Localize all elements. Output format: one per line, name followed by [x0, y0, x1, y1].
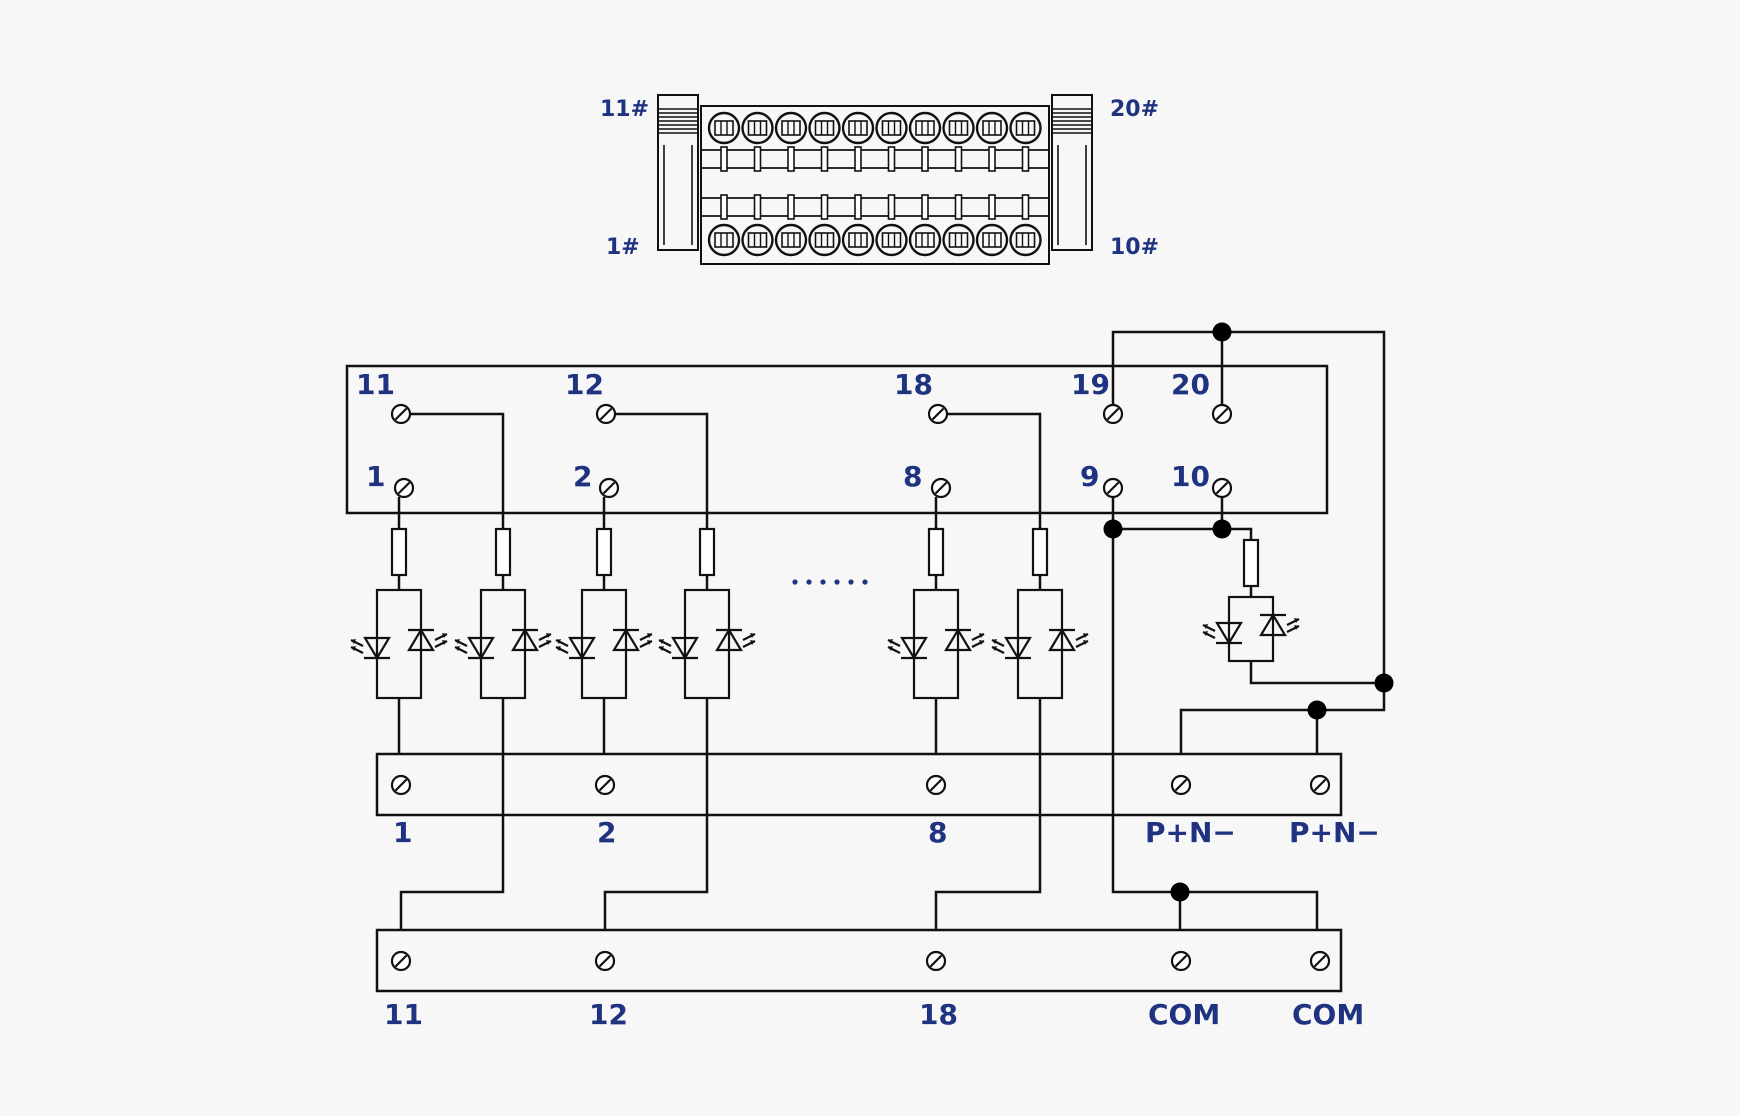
wire-common — [934, 698, 1042, 930]
output-screw-4 — [1170, 774, 1192, 796]
wire-terminal-9 — [1111, 497, 1319, 930]
module-terminal-label-19: 19 — [1071, 368, 1110, 401]
wire — [1113, 527, 1253, 540]
output-screw-1 — [390, 774, 412, 796]
components — [350, 322, 1394, 972]
resistor — [595, 527, 613, 577]
power-indicator — [1202, 595, 1300, 663]
common-label-12: 12 — [589, 998, 628, 1031]
module-terminal-label-2: 2 — [573, 460, 592, 493]
module-terminal-screw-19 — [1102, 403, 1124, 425]
junction-node-com — [1170, 882, 1190, 902]
output-label-8: 8 — [928, 816, 947, 849]
resistor — [927, 527, 945, 577]
common-label-com-1: COM — [1148, 998, 1220, 1031]
module-terminal-screw-bottom — [598, 477, 620, 499]
wire-input-top — [945, 412, 1042, 529]
connector-label-bottom-left: 1# — [606, 235, 640, 260]
wire-power-loop — [1111, 330, 1386, 683]
module-terminal-label-18: 18 — [894, 368, 933, 401]
module-terminal-label-10: 10 — [1171, 460, 1210, 493]
resistor — [494, 527, 512, 577]
connector-label-bottom-right: 10# — [1110, 235, 1159, 260]
output-label-pn-1: P+N− — [1145, 816, 1236, 849]
connector-drawing — [657, 94, 1093, 265]
module-terminal-label-8: 8 — [903, 460, 922, 493]
module-terminal-screw-20 — [1211, 403, 1233, 425]
junction-node-pn — [1307, 700, 1327, 720]
module-terminal-screw-top — [390, 403, 412, 425]
wire-pn-2 — [1315, 683, 1386, 754]
module-terminal-label-1: 1 — [366, 460, 385, 493]
module-terminal-screw-9 — [1102, 477, 1124, 499]
common-screw-2 — [594, 950, 616, 972]
wire-input-top — [614, 412, 709, 529]
optocoupler — [887, 588, 985, 700]
output-terminal-block — [375, 752, 1343, 817]
common-label-11: 11 — [384, 998, 423, 1031]
resistor-power-led — [1242, 538, 1260, 588]
output-label-1: 1 — [393, 816, 412, 849]
common-screw-5 — [1309, 950, 1331, 972]
output-screw-5 — [1309, 774, 1331, 796]
common-label-com-2: COM — [1292, 998, 1364, 1031]
module-terminal-screw-10 — [1211, 477, 1233, 499]
output-label-2: 2 — [597, 816, 616, 849]
optocoupler — [555, 588, 653, 700]
module-terminal-label-11: 11 — [356, 368, 395, 401]
wire-common — [399, 698, 505, 930]
module-terminal-screw-top — [927, 403, 949, 425]
junction-node-right — [1374, 673, 1394, 693]
resistor — [390, 527, 408, 577]
common-screw-4 — [1170, 950, 1192, 972]
common-screw-3 — [925, 950, 947, 972]
module-terminal-label-20: 20 — [1171, 368, 1210, 401]
optocoupler — [454, 588, 552, 700]
module-box — [345, 364, 1329, 515]
output-label-pn-2: P+N− — [1289, 816, 1380, 849]
module-terminal-label-9: 9 — [1080, 460, 1099, 493]
module-terminal-screw-bottom — [930, 477, 952, 499]
output-screw-2 — [594, 774, 616, 796]
optocoupler — [350, 588, 448, 700]
module-terminal-screw-top — [595, 403, 617, 425]
common-screw-1 — [390, 950, 412, 972]
junction-node-9 — [1103, 519, 1123, 539]
optocoupler — [658, 588, 756, 700]
wire-pn-1 — [1179, 708, 1317, 754]
connector-label-top-right: 20# — [1110, 97, 1159, 122]
wire-common — [603, 698, 709, 930]
module-terminal-label-12: 12 — [565, 368, 604, 401]
wire-input-top — [410, 412, 505, 529]
ellipsis-dots — [792, 579, 868, 585]
wires — [397, 330, 1386, 930]
optocoupler — [991, 588, 1089, 700]
resistor — [1031, 527, 1049, 577]
junction-node-10 — [1212, 519, 1232, 539]
junction-node-top — [1212, 322, 1232, 342]
output-screw-3 — [925, 774, 947, 796]
common-terminal-block — [375, 928, 1343, 993]
module-terminal-screw-bottom — [393, 477, 415, 499]
wire — [1249, 661, 1384, 685]
common-label-18: 18 — [919, 998, 958, 1031]
connector-label-top-left: 11# — [600, 97, 649, 122]
resistor — [698, 527, 716, 577]
